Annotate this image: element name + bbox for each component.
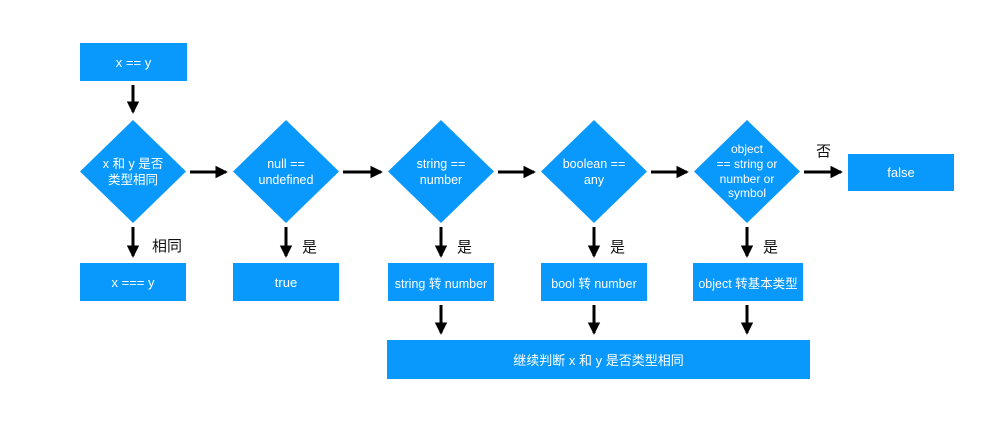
node-continue-check-label: 继续判断 x 和 y 是否类型相同 (513, 353, 684, 368)
node-decision-null-undefined: null == undefined (233, 120, 339, 223)
node-true: true (233, 263, 339, 301)
node-object-to-primitive-label: object 转基本类型 (698, 276, 798, 291)
node-decision-string-number-label: string == number (416, 156, 466, 187)
node-strict-equal-label: x === y (111, 274, 155, 290)
node-bool-to-number-label: bool 转 number (551, 276, 637, 291)
node-start-label: x == y (115, 54, 152, 70)
edge-label-same: 相同 (152, 238, 183, 255)
node-string-to-number-label: string 转 number (394, 276, 488, 291)
edge-label-yes-boolean-any: 是 (610, 239, 626, 256)
node-strict-equal: x === y (80, 263, 186, 301)
node-bool-to-number: bool 转 number (541, 263, 647, 301)
node-false-label: false (887, 165, 915, 180)
node-decision-boolean-any: boolean == any (541, 120, 647, 223)
node-false: false (848, 154, 954, 191)
node-decision-object-primitive-label: object == string or number or symbol (716, 142, 778, 201)
node-decision-string-number: string == number (388, 120, 494, 223)
node-decision-type-same: x 和 y 是否 类型相同 (80, 120, 186, 223)
node-decision-null-undefined-label: null == undefined (258, 156, 314, 187)
node-continue-check: 继续判断 x 和 y 是否类型相同 (387, 340, 810, 379)
node-decision-boolean-any-label: boolean == any (562, 156, 626, 187)
edge-label-no: 否 (816, 143, 832, 160)
node-string-to-number: string 转 number (388, 263, 494, 301)
edge-label-yes-object-primitive: 是 (763, 239, 779, 256)
node-object-to-primitive: object 转基本类型 (693, 263, 803, 301)
node-decision-type-same-label: x 和 y 是否 类型相同 (102, 156, 164, 187)
node-true-label: true (274, 274, 298, 290)
edge-label-yes-null-undefined: 是 (302, 239, 318, 256)
node-decision-object-primitive: object == string or number or symbol (694, 120, 800, 223)
node-start: x == y (80, 43, 187, 81)
edge-label-yes-string-number: 是 (457, 239, 473, 256)
